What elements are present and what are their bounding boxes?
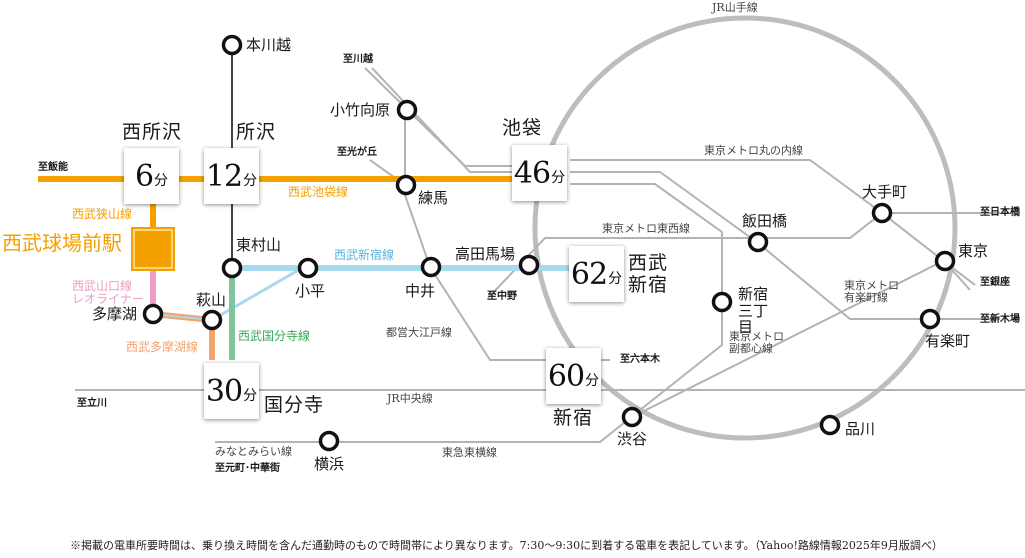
time-unit: 分 (551, 170, 566, 186)
line-label-seibu-sayama: 西武狭山線 (72, 207, 133, 221)
station-kotake-mukaihara[interactable] (396, 99, 418, 121)
yurakucho-line (570, 171, 1000, 320)
origin-station-marker (131, 227, 175, 271)
label-shinjuku: 新宿 (553, 407, 594, 429)
time-unit: 分 (243, 388, 258, 404)
time-minutes: 6 (134, 158, 154, 194)
station-takadanobaba[interactable] (518, 254, 540, 276)
line-label-seibu-kokubunji: 西武国分寺線 (238, 329, 311, 343)
direction-hikarigaoka: 至光が丘 (337, 147, 377, 158)
station-higashi-murayama[interactable] (221, 257, 243, 279)
hagiyama-kodaira-link (211, 266, 303, 322)
tobu-tojo-line-b (371, 67, 520, 173)
label-higashi-murayama: 東村山 (236, 236, 282, 254)
direction-shinkiba: 至新木場 (980, 314, 1020, 325)
line-label-leo-liner: レオライナー (72, 292, 144, 306)
direction-ginza: 至銀座 (980, 277, 1010, 288)
time-minutes: 62 (570, 256, 608, 292)
label-iidabashi: 飯田橋 (742, 212, 788, 230)
origin-station-label: 西武球場前駅 (2, 231, 122, 255)
label-hon-kawagoe: 本川越 (246, 36, 292, 54)
origin-station-inner-border (133, 229, 173, 269)
station-nakai[interactable] (420, 256, 442, 278)
label-tokyo: 東京 (958, 242, 989, 260)
line-label-seibu-shinjuku: 西武新宿線 (334, 248, 395, 262)
time-unit: 分 (585, 373, 600, 389)
time-unit: 分 (608, 271, 623, 287)
direction-nakano: 至中野 (487, 291, 517, 302)
direction-motomachi: 至元町･中華街 (215, 463, 280, 474)
label-shibuya: 渋谷 (617, 430, 648, 448)
label-kodaira: 小平 (295, 282, 326, 300)
label-shinjuku-sanchome: 新宿 三丁目 (738, 285, 769, 336)
label-kotake-mukaihara: 小竹向原 (330, 101, 391, 119)
line-label-toyoko: 東急東横線 (442, 446, 497, 459)
label-tokorozawa: 所沢 (236, 121, 277, 143)
line-label-yurakucho: 東京メトロ 有楽町線 (844, 279, 899, 305)
direction-kawagoe: 至川越 (343, 54, 373, 65)
station-kodaira[interactable] (297, 257, 319, 279)
line-label-jr-chuo: JR中央線 (387, 392, 433, 405)
label-seibu-shinjuku: 西武新宿 (628, 252, 669, 296)
label-hagiyama: 萩山 (196, 291, 227, 309)
direction-nihonbashi: 至日本橋 (980, 207, 1020, 218)
station-yurakucho[interactable] (919, 308, 941, 330)
line-label-oedo: 都営大江戸線 (386, 326, 452, 339)
label-yokohama: 横浜 (314, 455, 345, 473)
footnote: ※掲載の電車所要時間は、乗り換え時間を含んだ通勤時のもので時間帯により異なります… (70, 539, 943, 552)
line-label-seibu-yamaguchi: 西武山口線 (72, 279, 133, 293)
time-minutes: 46 (513, 155, 551, 191)
label-ikebukuro: 池袋 (502, 117, 543, 139)
label-otemachi: 大手町 (862, 183, 908, 201)
line-label-fukutoshin: 東京メトロ 副都心線 (729, 330, 784, 356)
line-label-minatomirai: みなとみらい線 (215, 445, 292, 458)
direction-tachikawa: 至立川 (77, 398, 107, 409)
direction-roppongi: 至六本木 (620, 354, 660, 365)
time-unit: 分 (243, 173, 258, 189)
time-minutes: 60 (547, 358, 585, 394)
station-nerima[interactable] (395, 174, 417, 196)
label-yurakucho: 有楽町 (925, 332, 971, 350)
label-takadanobaba: 高田馬場 (455, 245, 516, 263)
time-minutes: 30 (205, 373, 243, 409)
station-hon-kawagoe[interactable] (221, 34, 243, 56)
station-otemachi[interactable] (871, 202, 893, 224)
direction-hanno: 至飯能 (38, 162, 68, 173)
label-nerima: 練馬 (418, 189, 449, 207)
station-tamako[interactable] (142, 303, 164, 325)
station-hagiyama[interactable] (201, 309, 223, 331)
label-nishi-tokorozawa: 西所沢 (122, 121, 183, 143)
label-shinagawa: 品川 (845, 420, 876, 438)
line-label-jr-yamanote: JR山手線 (712, 1, 758, 14)
label-tamako: 多摩湖 (92, 305, 138, 323)
label-kokubunji: 国分寺 (264, 394, 325, 416)
station-shinagawa[interactable] (819, 414, 841, 436)
line-label-seibu-ikebukuro: 西武池袋線 (288, 185, 349, 199)
station-shinjuku-sanchome[interactable] (711, 291, 733, 313)
jr-yamanote-line (532, 15, 958, 441)
station-tokyo[interactable] (934, 250, 956, 272)
line-label-marunouchi: 東京メトロ丸の内線 (704, 144, 803, 157)
station-shibuya[interactable] (621, 406, 643, 428)
fukutoshin-line (570, 183, 723, 419)
station-yokohama[interactable] (318, 430, 340, 452)
line-label-seibu-tamako: 西武多摩湖線 (126, 340, 199, 354)
station-iidabashi[interactable] (747, 231, 769, 253)
toyoko-line (215, 259, 946, 443)
time-minutes: 12 (205, 158, 243, 194)
line-label-tozai: 東京メトロ東西線 (602, 222, 690, 235)
label-nakai: 中井 (405, 282, 436, 300)
time-unit: 分 (154, 173, 169, 189)
